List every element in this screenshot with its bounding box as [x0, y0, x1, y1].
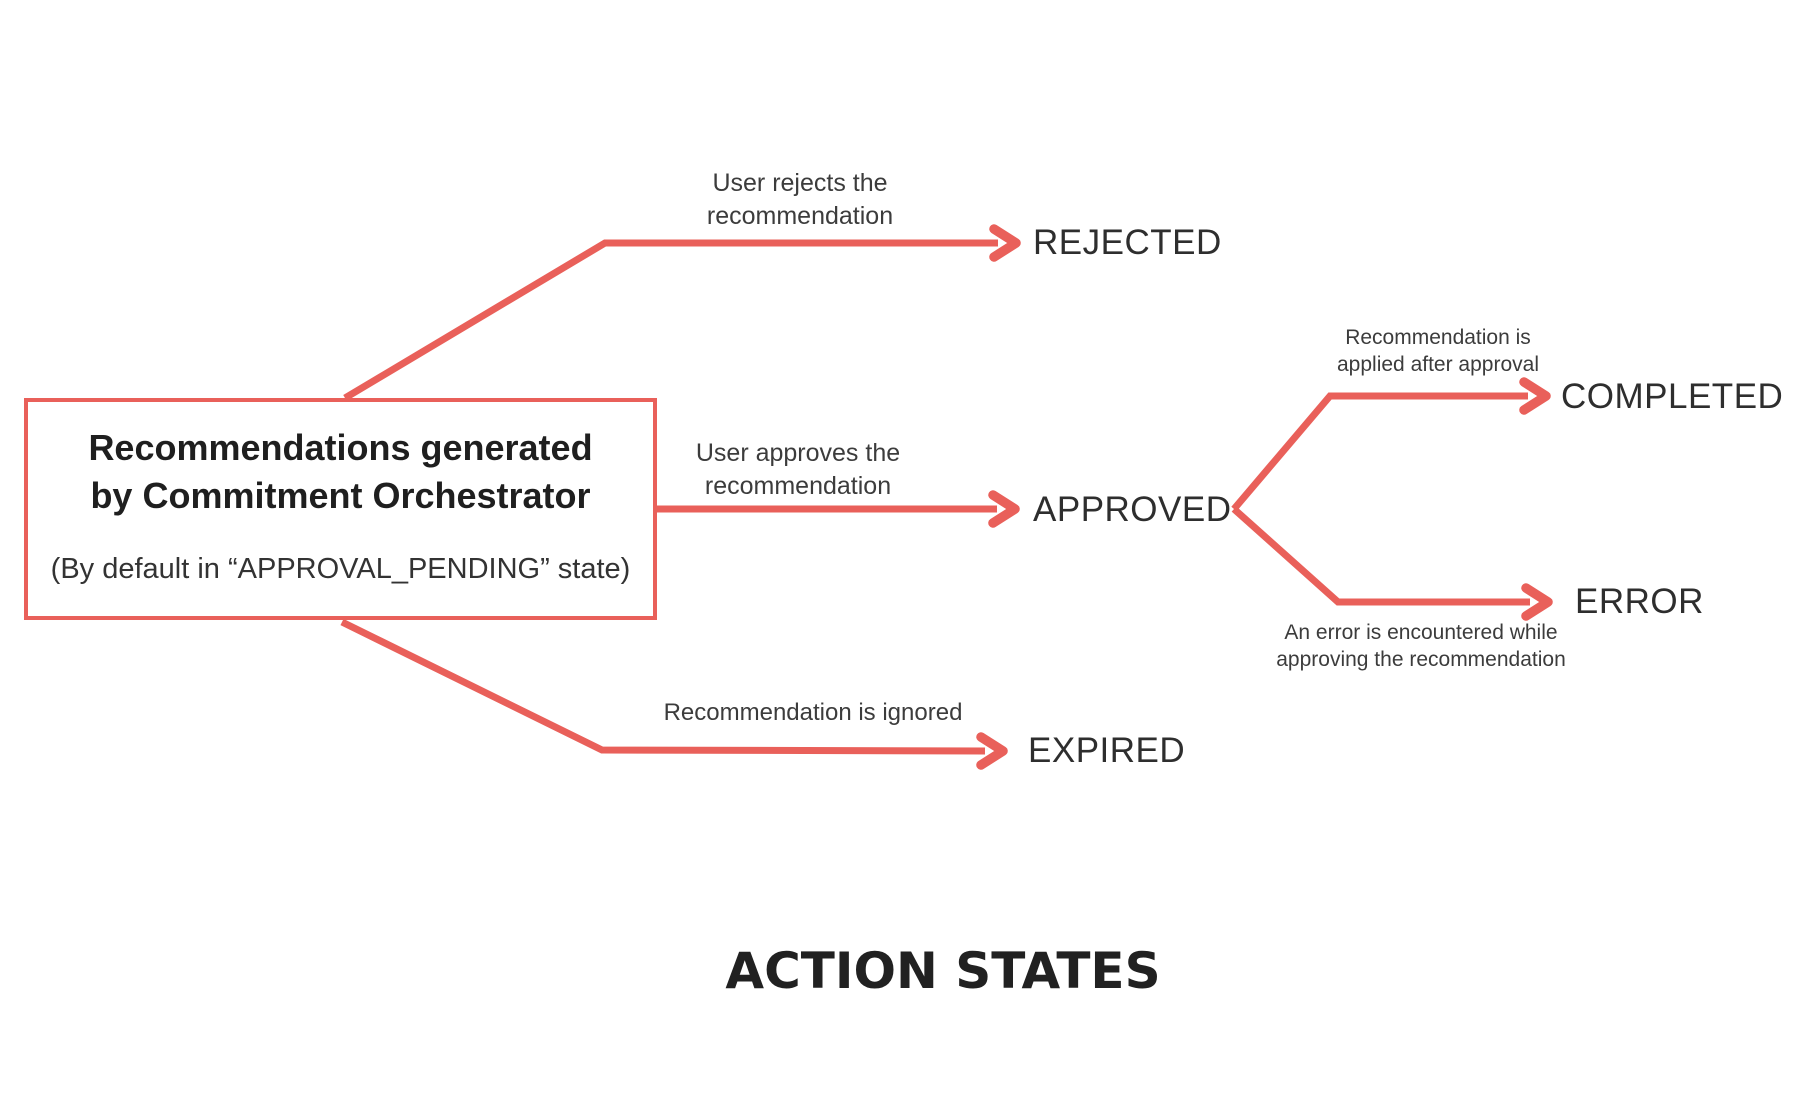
state-approved: APPROVED: [1033, 490, 1232, 529]
arrow-error: [1231, 506, 1553, 621]
arrow-approved: [657, 490, 1020, 528]
state-expired: EXPIRED: [1028, 731, 1186, 770]
arrow-approved-head-icon: [988, 490, 1020, 528]
edge-label-approved: User approves the recommendation: [695, 439, 901, 500]
arrow-completed-head-icon: [1519, 377, 1551, 415]
edge-label-rejected: User rejects the recommendation: [706, 169, 894, 230]
edge-label-expired: Recommendation is ignored: [663, 699, 963, 726]
arrow-error-line: [1231, 506, 1530, 606]
state-error: ERROR: [1575, 582, 1704, 621]
diagram-title: ACTION STATES: [725, 942, 1161, 1000]
edge-label-error: An error is encountered while approving …: [1276, 621, 1566, 671]
source-box-title: Recommendations generated by Commitment …: [88, 427, 593, 516]
arrow-expired-line: [340, 618, 986, 755]
state-rejected: REJECTED: [1033, 223, 1222, 262]
arrow-rejected-head-icon: [989, 224, 1021, 262]
arrow-completed-line: [1231, 392, 1528, 512]
source-box-subtitle: (By default in “APPROVAL_PENDING” state): [50, 553, 631, 585]
arrow-rejected: [343, 224, 1021, 402]
source-box: Recommendations generated by Commitment …: [24, 398, 657, 620]
arrow-expired: [340, 618, 1008, 770]
arrow-completed: [1231, 377, 1551, 512]
arrow-error-head-icon: [1521, 583, 1553, 621]
arrow-expired-head-icon: [976, 732, 1008, 770]
state-completed: COMPLETED: [1561, 377, 1784, 416]
edge-label-completed: Recommendation is applied after approval: [1337, 326, 1539, 376]
arrow-rejected-line: [343, 239, 998, 402]
